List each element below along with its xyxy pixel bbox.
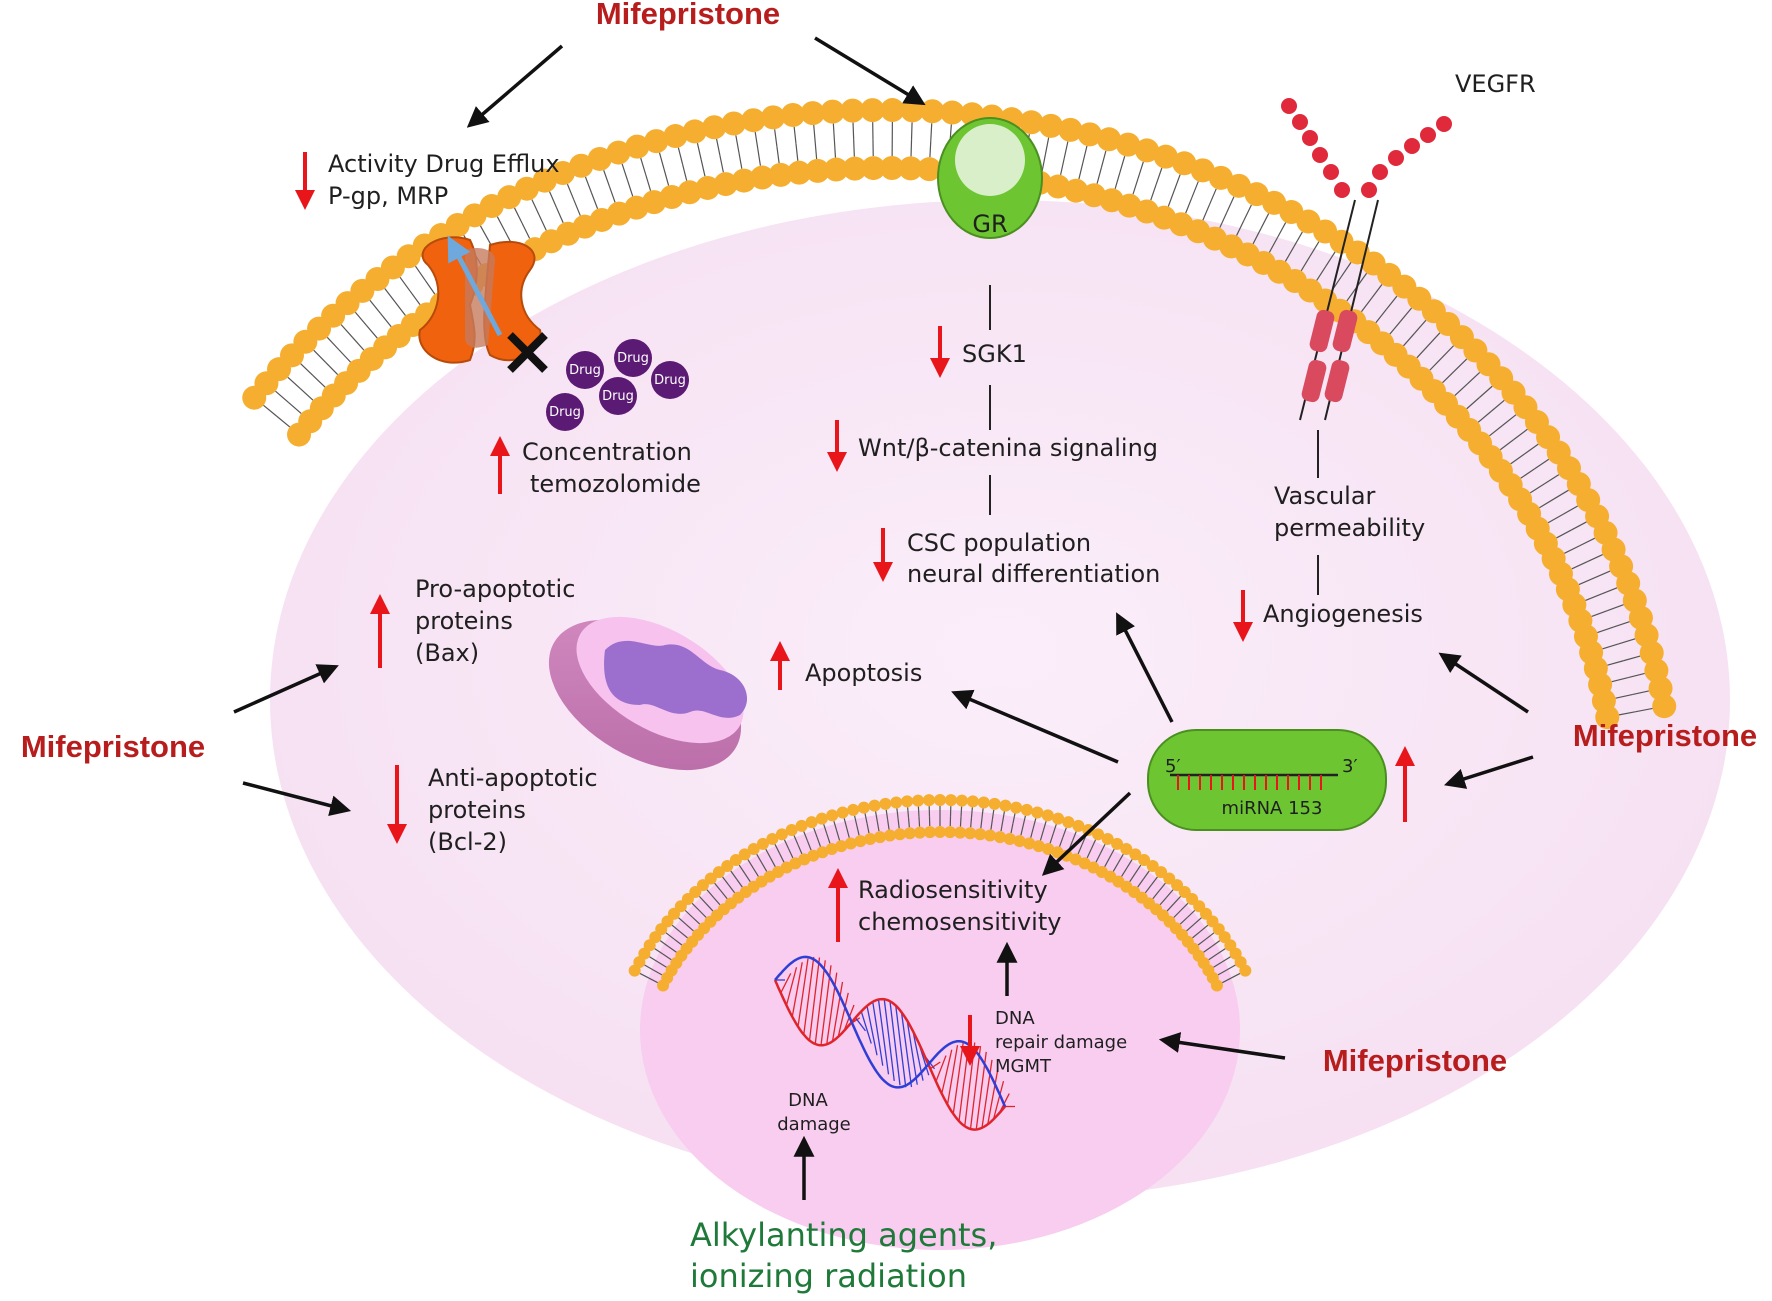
drug-molecule: Drug <box>566 351 604 389</box>
anti-apoptotic-label-line2: proteins <box>428 796 526 824</box>
arrow-mife-to-efflux <box>470 46 562 125</box>
mirna-three-prime: 3′ <box>1342 756 1358 777</box>
temozolomide-label-line1: Concentration <box>522 438 692 466</box>
mifepristone-label-top: Mifepristone <box>596 0 780 31</box>
pro-apoptotic-label-line3: (Bax) <box>415 639 479 667</box>
sgk1-label: SGK1 <box>962 340 1027 368</box>
pro-apoptotic-label-line2: proteins <box>415 607 513 635</box>
drug-molecule-label: Drug <box>654 373 686 388</box>
drug-molecule: Drug <box>599 377 637 415</box>
agents-label-line2: ionizing radiation <box>690 1257 967 1295</box>
anti-apoptotic-label-line1: Anti-apoptotic <box>428 764 598 792</box>
radio-label-line2: chemosensitivity <box>858 908 1061 936</box>
agents-label-line1: Alkylanting agents, <box>690 1216 997 1254</box>
csc-label-line1: CSC population <box>907 529 1091 557</box>
mirna-153-icon: 5′ 3′ miRNA 153 <box>1148 730 1386 830</box>
mifepristone-label-bottom-right: Mifepristone <box>1323 1043 1507 1078</box>
angiogenesis-label: Angiogenesis <box>1263 600 1423 628</box>
drug-molecule-label: Drug <box>617 351 649 366</box>
drug-molecule: Drug <box>546 393 584 431</box>
efflux-label-line1: Activity Drug Efflux <box>328 150 560 178</box>
arrow-mife-to-gr <box>815 38 922 103</box>
wnt-label: Wnt/β-catenina signaling <box>858 434 1158 462</box>
temozolomide-label-line2: temozolomide <box>530 470 701 498</box>
drug-molecule: Drug <box>614 339 652 377</box>
dna-damage-label-line2: damage <box>777 1114 851 1135</box>
drug-molecule: Drug <box>651 361 689 399</box>
vascular-label-line1: Vascular <box>1274 482 1376 510</box>
drug-molecule-label: Drug <box>602 389 634 404</box>
drug-molecule-label: Drug <box>549 405 581 420</box>
dna-repair-label-line1: DNA <box>995 1008 1035 1029</box>
mirna-label: miRNA 153 <box>1222 798 1323 819</box>
mifepristone-label-left: Mifepristone <box>21 729 205 764</box>
vascular-label-line2: permeability <box>1274 514 1425 542</box>
vegfr-beads <box>1281 98 1452 198</box>
anti-apoptotic-label-line3: (Bcl-2) <box>428 828 507 856</box>
drug-molecule-label: Drug <box>569 363 601 378</box>
csc-label-line2: neural differentiation <box>907 560 1160 588</box>
pro-apoptotic-label-line1: Pro-apoptotic <box>415 575 575 603</box>
mirna-five-prime: 5′ <box>1165 756 1181 777</box>
dna-repair-label-line2: repair damage <box>995 1032 1127 1053</box>
radio-label-line1: Radiosensitivity <box>858 876 1048 904</box>
dna-repair-label-line3: MGMT <box>995 1056 1052 1077</box>
gr-label: GR <box>972 210 1007 238</box>
dna-damage-label-line1: DNA <box>788 1090 828 1111</box>
mifepristone-label-right: Mifepristone <box>1573 718 1757 753</box>
gr-receptor-icon: GR <box>938 118 1042 238</box>
vegfr-label: VEGFR <box>1455 70 1536 98</box>
efflux-label-line2: P-gp, MRP <box>328 182 448 210</box>
apoptosis-label: Apoptosis <box>805 659 922 687</box>
